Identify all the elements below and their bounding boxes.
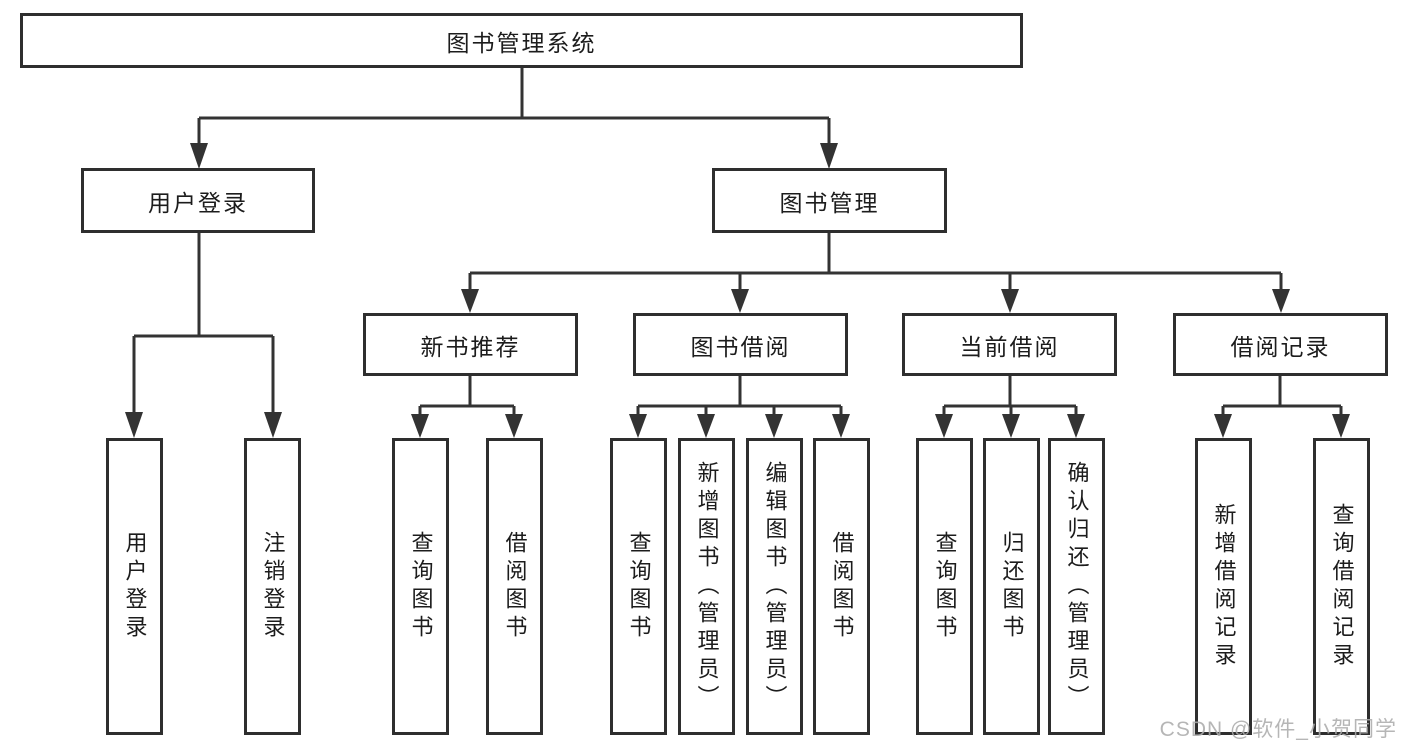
leaf-borrow-edit-books-admin-label: 编辑图书（管理员） bbox=[762, 460, 788, 713]
leaf-borrow-borrow-books: 借阅图书 bbox=[813, 438, 870, 735]
node-current-borrow-label: 当前借阅 bbox=[959, 333, 1060, 360]
leaf-user-login-label: 用户登录 bbox=[122, 530, 148, 643]
leaf-newbook-query-books-label: 查询图书 bbox=[408, 530, 434, 643]
leaf-records-add-record: 新增借阅记录 bbox=[1195, 438, 1252, 735]
node-user-login-label: 用户登录 bbox=[148, 189, 248, 216]
node-current-borrow: 当前借阅 bbox=[902, 313, 1117, 376]
leaf-current-confirm-return-admin: 确认归还（管理员） bbox=[1048, 438, 1105, 735]
edge-root-to-level2 bbox=[190, 68, 838, 169]
leaf-records-query-record: 查询借阅记录 bbox=[1313, 438, 1370, 735]
leaf-borrow-add-books-admin: 新增图书（管理员） bbox=[678, 438, 735, 735]
leaf-current-query-books-label: 查询图书 bbox=[932, 530, 958, 643]
leaf-borrow-query-books: 查询图书 bbox=[610, 438, 667, 735]
edge-bookborrow-to-leaves bbox=[629, 376, 850, 438]
edge-currentborrow-to-leaves bbox=[935, 376, 1085, 438]
node-root-system: 图书管理系统 bbox=[20, 13, 1023, 68]
node-book-management-label: 图书管理 bbox=[779, 189, 880, 216]
leaf-newbook-borrow-books-label: 借阅图书 bbox=[502, 530, 528, 643]
node-root-label: 图书管理系统 bbox=[446, 29, 597, 56]
csdn-watermark: CSDN @软件_小贺同学 bbox=[1159, 718, 1397, 741]
leaf-records-query-record-label: 查询借阅记录 bbox=[1329, 502, 1355, 671]
leaf-borrow-edit-books-admin: 编辑图书（管理员） bbox=[746, 438, 803, 735]
leaf-current-return-books-label: 归还图书 bbox=[999, 530, 1025, 643]
node-book-borrow-label: 图书借阅 bbox=[690, 333, 791, 360]
leaf-user-login: 用户登录 bbox=[106, 438, 163, 735]
node-borrow-records: 借阅记录 bbox=[1173, 313, 1388, 376]
leaf-current-return-books: 归还图书 bbox=[983, 438, 1040, 735]
leaf-borrow-query-books-label: 查询图书 bbox=[626, 530, 652, 643]
node-user-login: 用户登录 bbox=[81, 168, 315, 233]
edge-records-to-leaves bbox=[1214, 376, 1350, 438]
node-book-borrow: 图书借阅 bbox=[633, 313, 848, 376]
leaf-records-add-record-label: 新增借阅记录 bbox=[1211, 502, 1237, 671]
node-new-book-recommend-label: 新书推荐 bbox=[420, 333, 521, 360]
leaf-borrow-borrow-books-label: 借阅图书 bbox=[829, 530, 855, 643]
edge-newbook-to-leaves bbox=[411, 376, 523, 438]
leaf-newbook-borrow-books: 借阅图书 bbox=[486, 438, 543, 735]
leaf-current-confirm-return-admin-label: 确认归还（管理员） bbox=[1064, 460, 1090, 713]
edge-bookmgmt-to-level3 bbox=[461, 233, 1290, 313]
leaf-newbook-query-books: 查询图书 bbox=[392, 438, 449, 735]
leaf-current-query-books: 查询图书 bbox=[916, 438, 973, 735]
node-book-management: 图书管理 bbox=[712, 168, 947, 233]
edge-userlogin-to-leaves bbox=[125, 233, 282, 438]
node-borrow-records-label: 借阅记录 bbox=[1230, 333, 1331, 360]
leaf-logout-label: 注销登录 bbox=[260, 530, 286, 643]
leaf-logout: 注销登录 bbox=[244, 438, 301, 735]
leaf-borrow-add-books-admin-label: 新增图书（管理员） bbox=[694, 460, 720, 713]
node-new-book-recommend: 新书推荐 bbox=[363, 313, 578, 376]
